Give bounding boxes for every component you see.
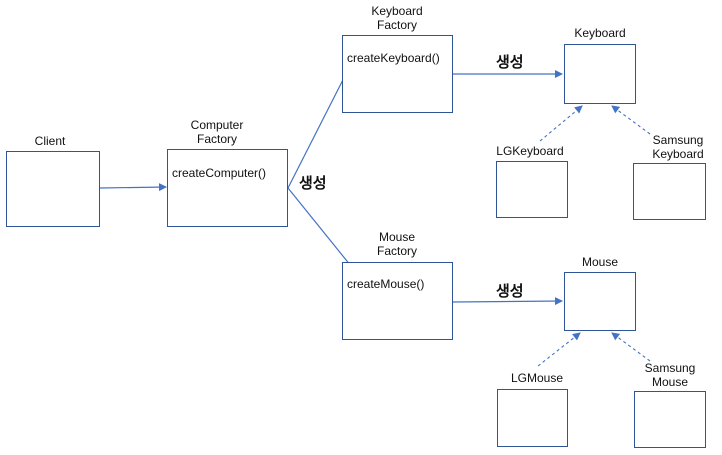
arrow-computer-to-mouse-factory <box>287 187 356 272</box>
computer-factory-label: Computer Factory <box>190 118 244 146</box>
mouse-factory-label: Mouse Factory <box>376 230 417 258</box>
lgkeyboard-label: LGKeyboard <box>496 144 564 158</box>
create-label-keyboard: 생성 <box>496 53 524 71</box>
keyboard-factory-box: createKeyboard() <box>342 35 453 113</box>
arrow-samsungkeyboard-to-keyboard <box>611 105 651 135</box>
create-mouse-method: createMouse() <box>347 277 425 291</box>
lgkeyboard-box <box>496 161 568 218</box>
keyboard-label: Keyboard <box>574 26 626 40</box>
computer-factory-box: createComputer() <box>167 149 288 227</box>
create-keyboard-method: createKeyboard() <box>347 51 440 65</box>
create-computer-method: createComputer() <box>172 166 267 180</box>
arrow-lgkeyboard-to-keyboard <box>539 105 583 142</box>
samsung-keyboard-box <box>633 163 706 220</box>
create-label-computer: 생성 <box>299 174 327 192</box>
mouse-box <box>564 272 636 331</box>
samsung-keyboard-label: Samsung Keyboard <box>652 133 704 161</box>
arrow-computer-to-keyboard-factory <box>287 63 352 189</box>
arrow-lgmouse-to-mouse <box>537 332 581 367</box>
client-label: Client <box>34 134 66 148</box>
mouse-label: Mouse <box>581 255 619 269</box>
lgmouse-box <box>497 389 568 447</box>
lgmouse-label: LGMouse <box>510 371 564 385</box>
arrow-mouse-factory-to-mouse <box>452 297 563 306</box>
keyboard-factory-label: Keyboard Factory <box>371 4 423 32</box>
mouse-factory-box: createMouse() <box>342 262 453 340</box>
arrow-client-to-computer-factory <box>99 183 167 192</box>
arrow-samsungmouse-to-mouse <box>611 332 651 362</box>
samsung-mouse-box <box>634 391 706 448</box>
samsung-mouse-label: Samsung Mouse <box>644 361 696 389</box>
keyboard-box <box>564 44 636 104</box>
client-box <box>6 151 100 227</box>
create-label-mouse: 생성 <box>496 282 524 300</box>
